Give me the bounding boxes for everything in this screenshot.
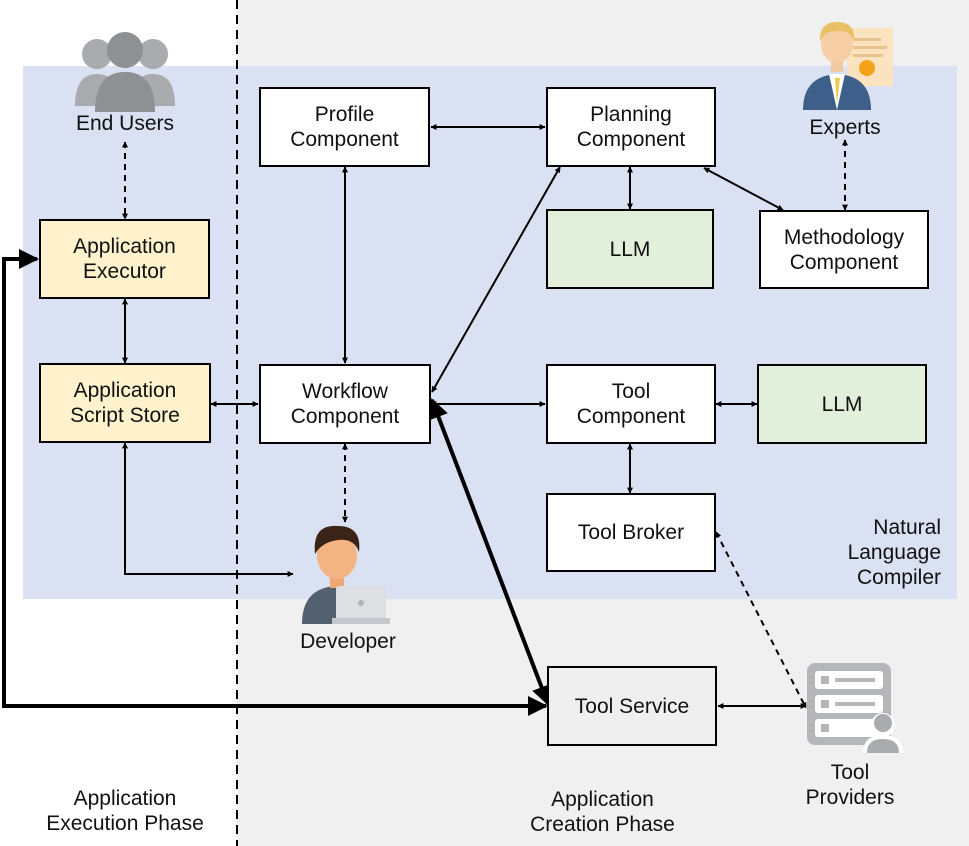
execution-phase-label: Application Execution Phase [46, 787, 204, 835]
tool-broker: Tool Broker [546, 493, 716, 572]
experts-label: Experts [809, 116, 881, 139]
arrow-workflow-planning [431, 166, 561, 393]
application-script-store: Application Script Store [39, 363, 211, 443]
planning-llm-box: LLM [546, 209, 714, 289]
creation-phase-label: Application Creation Phase [530, 788, 675, 836]
tool-component: Tool Component [546, 364, 716, 444]
tool-llm-box: LLM [757, 364, 927, 444]
expert-certificate-icon [803, 22, 893, 110]
end-users-label: End Users [75, 112, 175, 135]
arrow-planning-methodology [703, 167, 784, 211]
developer-label: Developer [300, 630, 396, 653]
workflow-component: Workflow Component [259, 364, 431, 444]
application-executor: Application Executor [39, 219, 210, 299]
natural-language-compiler-label: Natural Language Compiler [847, 516, 941, 589]
arrow-scriptstore-developer [122, 442, 294, 577]
tool-service: Tool Service [547, 666, 717, 746]
arrow-workflow-toolservice [429, 398, 551, 706]
users-group-icon [75, 32, 175, 112]
planning-component: Planning Component [546, 87, 716, 167]
profile-component: Profile Component [259, 87, 430, 167]
arrow-toolservice-executor [2, 249, 548, 716]
tool-providers-label: Tool Providers [805, 761, 895, 809]
methodology-component: Methodology Component [759, 210, 929, 289]
server-user-icon [807, 663, 903, 753]
developer-laptop-icon [302, 525, 390, 624]
